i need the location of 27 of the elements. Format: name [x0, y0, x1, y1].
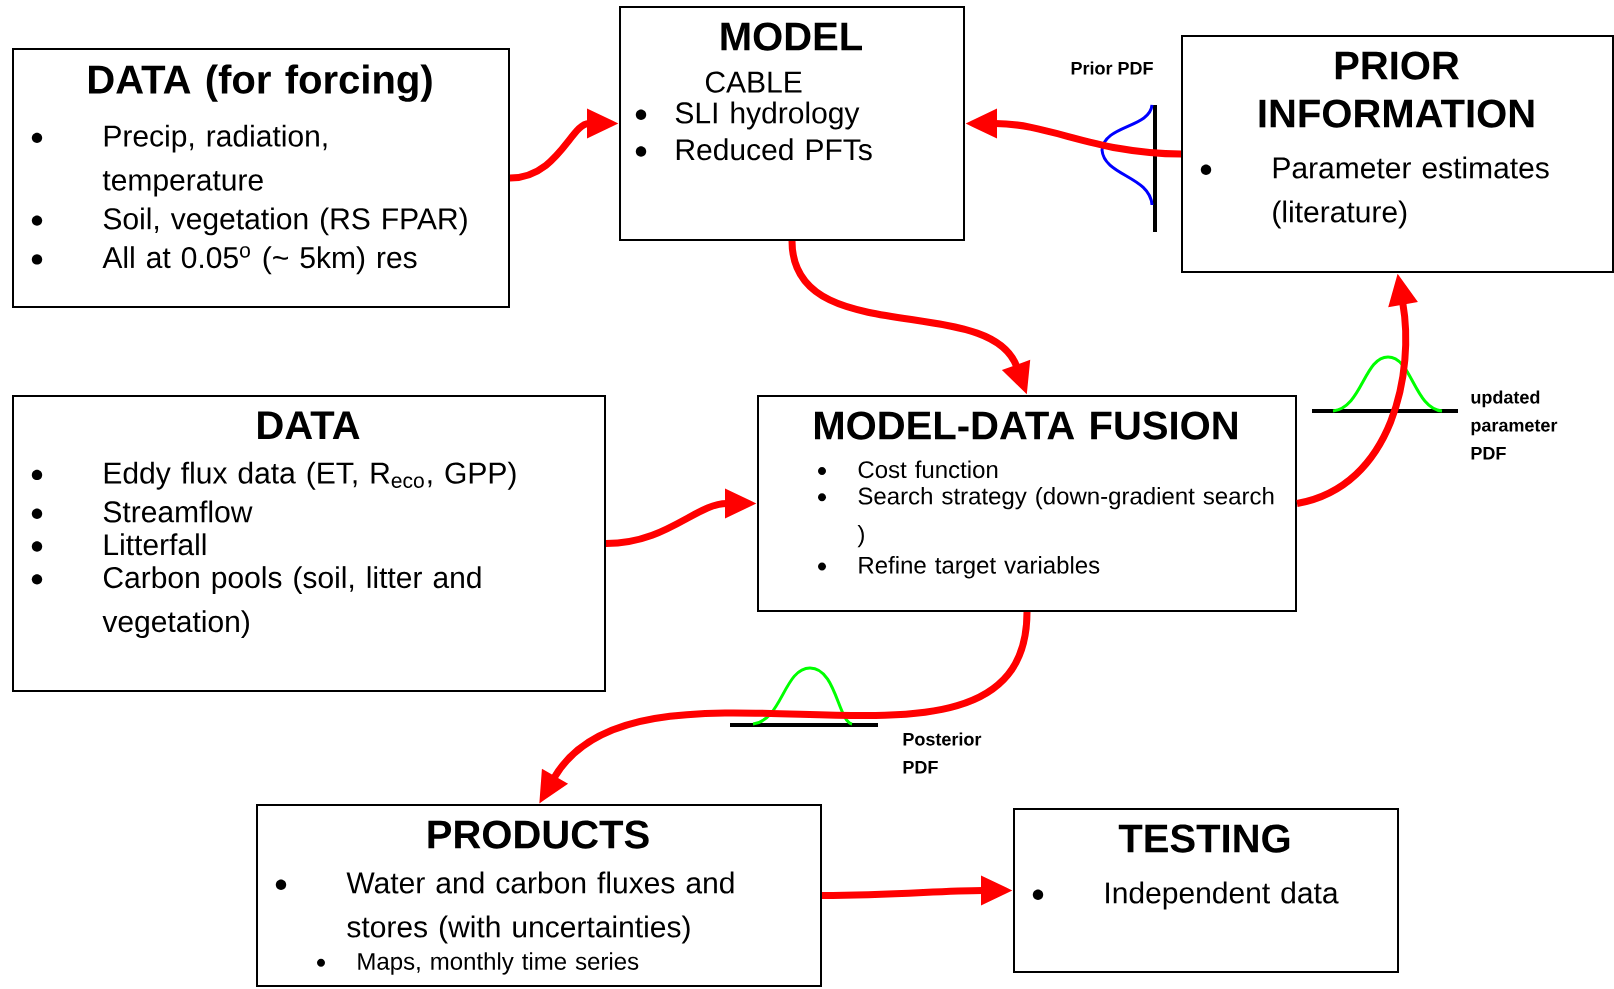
bullet-item: Parameter estimates (literature): [1273, 156, 1549, 229]
subheading: CABLE: [705, 71, 802, 93]
bullet-item: Precip, radiation, temperature: [102, 124, 327, 197]
bullet-item: Litterfall: [104, 533, 206, 556]
heading: MODEL-DATA FUSION: [815, 411, 1237, 440]
bullet-item: All at 0.05$^{o}$ (~ 5km) res: [102, 246, 417, 275]
heading: PRODUCTS: [428, 820, 649, 849]
heading: PRIOR INFORMATION: [1259, 51, 1534, 128]
edge-label: Prior PDF: [1068, 59, 1156, 77]
edge-label: Posterior PDF: [900, 730, 993, 776]
bullet-item: Search strategy (down-gradient search ): [857, 486, 1274, 548]
heading: TESTING: [1118, 824, 1290, 853]
bullet-item: Eddy flux data (ET, R$_{eco}$, GPP): [104, 461, 516, 490]
bullet-item: SLI hydrology: [675, 101, 860, 130]
bullet-item: Soil, vegetation (RS FPAR): [103, 207, 467, 236]
edge-label: updated parameter PDF: [1468, 388, 1561, 462]
bullet-item: Maps, monthly time series: [358, 952, 639, 975]
heading: DATA (for forcing): [89, 64, 432, 102]
heading: DATA: [258, 411, 360, 439]
bullet-item: Carbon pools (soil, litter and vegetation): [102, 566, 481, 639]
bullet-item: Cost function: [858, 460, 998, 479]
bullet-item: Reduced PFTs: [676, 138, 872, 161]
heading: MODEL: [721, 22, 862, 51]
bullet-item: Refine target variables: [859, 556, 1100, 579]
bullet-item: Streamflow: [103, 500, 253, 523]
bullet-item: Water and carbon fluxes and stores (with uncertainties): [346, 871, 734, 944]
bullet-item: Independent data: [1106, 881, 1339, 910]
